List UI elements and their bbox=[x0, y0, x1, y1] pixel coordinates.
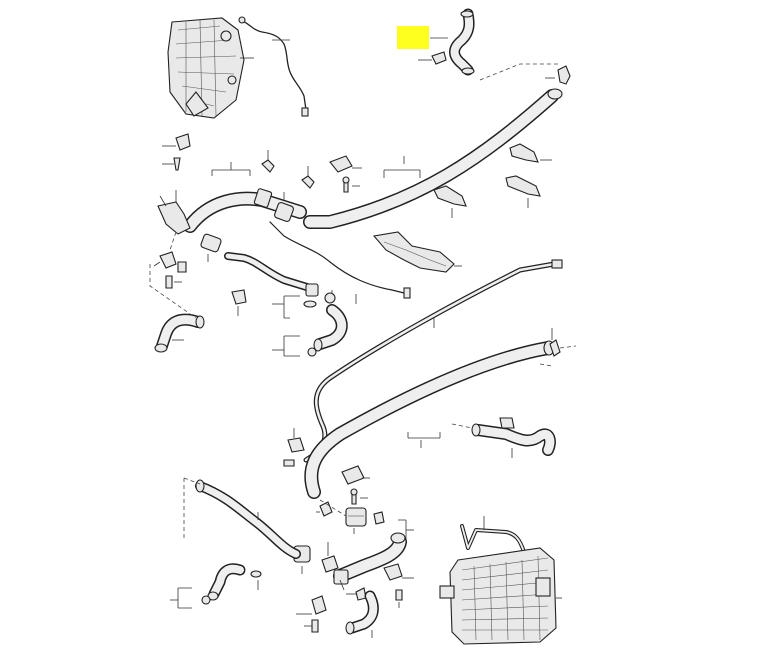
hose-29 bbox=[313, 304, 348, 352]
bracket-24 bbox=[505, 175, 541, 197]
bracket-7 bbox=[311, 595, 327, 615]
shield-34 bbox=[372, 231, 455, 273]
clip-25 bbox=[431, 51, 447, 65]
clip-22 bbox=[287, 437, 305, 453]
pipe-15 bbox=[303, 88, 563, 229]
clip-10-top bbox=[175, 133, 191, 151]
clamp-9 bbox=[333, 569, 349, 585]
pipe-1 bbox=[224, 252, 314, 292]
coupler-3-top bbox=[200, 233, 222, 253]
clip-5 bbox=[159, 251, 177, 269]
highlight-box bbox=[397, 26, 429, 49]
pipe-2 bbox=[195, 479, 301, 559]
clip-20 bbox=[341, 465, 365, 485]
coupler-28-top bbox=[274, 202, 294, 222]
fitting-6-top bbox=[157, 201, 191, 235]
wire-27 bbox=[239, 19, 307, 111]
clamp-8 bbox=[253, 188, 273, 208]
hose-32 bbox=[207, 563, 246, 601]
hose-17 bbox=[449, 8, 475, 76]
clip-19 bbox=[329, 155, 353, 173]
fitting-6-bottom bbox=[321, 555, 339, 573]
coupler-28-bottom bbox=[345, 507, 367, 527]
hose-18 bbox=[471, 417, 556, 456]
wire-13 bbox=[269, 221, 409, 295]
hose-31 bbox=[345, 590, 379, 635]
clip-10-bottom bbox=[383, 563, 403, 581]
bracket-23-right bbox=[509, 143, 539, 163]
hose-30 bbox=[154, 313, 205, 353]
oring-38-a bbox=[324, 292, 336, 304]
clamp-1 bbox=[305, 283, 319, 297]
hose-9 bbox=[333, 532, 407, 583]
bolt-11-bottom bbox=[311, 619, 319, 633]
clip-36-e bbox=[301, 175, 315, 189]
clip-4 bbox=[231, 289, 247, 305]
bolt-12-top bbox=[173, 157, 181, 171]
heater-unit-top bbox=[167, 17, 245, 119]
bolt-12-bottom bbox=[395, 589, 403, 601]
clip-36-c bbox=[261, 159, 275, 173]
radiator-33 bbox=[439, 547, 557, 645]
bolt-11-top bbox=[165, 275, 173, 289]
bracket-23-left bbox=[433, 185, 467, 207]
